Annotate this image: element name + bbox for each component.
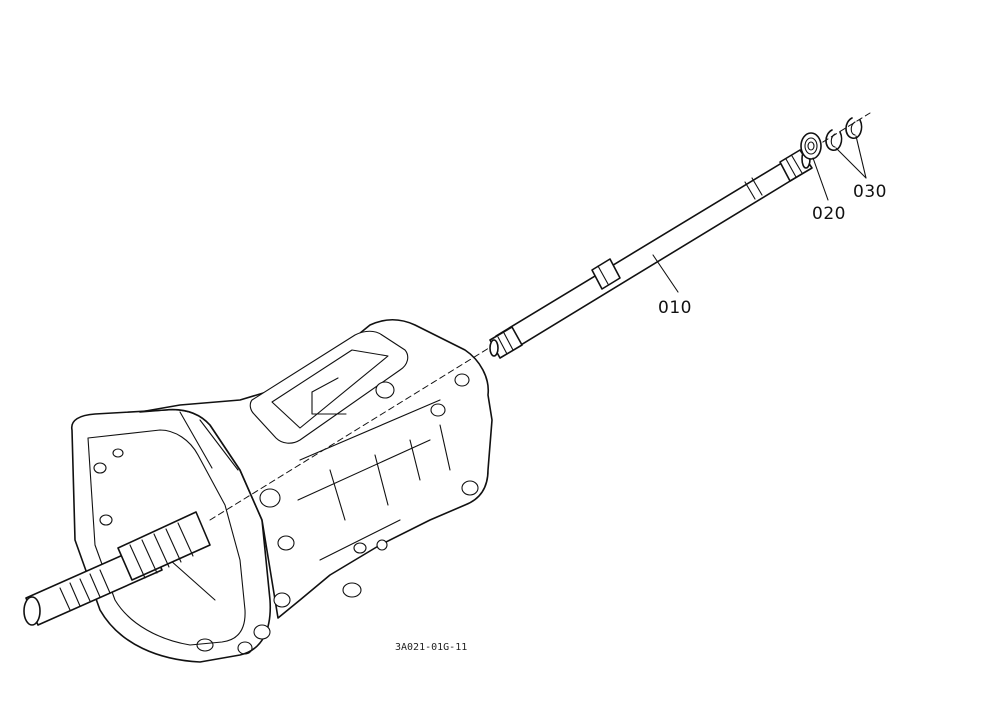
figure-code: 3A021-01G-11 (395, 642, 467, 653)
bearing-020 (800, 132, 822, 160)
transmission-housing (71, 318, 493, 663)
shaft-010 (489, 149, 813, 359)
label-circlips-030: 030 (853, 182, 887, 202)
input-shaft (23, 511, 211, 626)
circlips-030 (825, 117, 863, 151)
label-shaft-010: 010 (658, 298, 692, 318)
leader-lines (652, 135, 867, 293)
label-bearing-020: 020 (812, 204, 846, 224)
